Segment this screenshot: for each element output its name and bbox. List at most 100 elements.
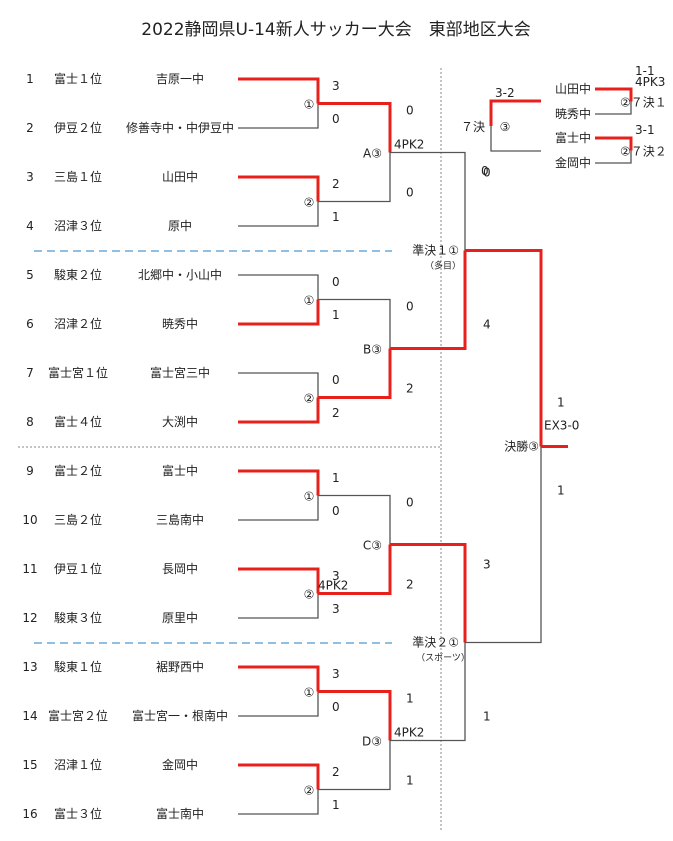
team-number: 10 <box>22 513 37 527</box>
round2-line <box>318 690 392 741</box>
team-seed: 富士１位 <box>54 71 102 86</box>
placement-line <box>595 101 632 115</box>
team-seed: 富士４位 <box>54 414 102 429</box>
match-number: ① <box>304 294 315 308</box>
team-name: 修善寺中・中伊豆中 <box>126 120 234 135</box>
match-number: B③ <box>363 343 382 357</box>
team-number: 12 <box>22 611 37 625</box>
score-top: 1 <box>332 471 340 485</box>
score-bottom: 1 <box>332 210 340 224</box>
team-number: 13 <box>22 660 37 674</box>
team-name: 山田中 <box>162 169 198 184</box>
placement-score: 0 <box>481 164 489 178</box>
score-top: 2 <box>332 765 340 779</box>
placement-score: 3-2 <box>495 86 515 100</box>
match-number: ① <box>304 686 315 700</box>
score-bottom: 2 <box>332 406 340 420</box>
semifinal-line <box>390 250 467 350</box>
team-number: 5 <box>26 268 34 282</box>
team-seed: 駿東２位 <box>54 267 102 282</box>
match-number: ② <box>304 196 315 210</box>
match-number: ③ <box>500 120 511 134</box>
score-bottom: 2 <box>406 382 414 396</box>
final-line <box>465 249 543 447</box>
team-number: 8 <box>26 415 34 429</box>
placement-match-label: ②７決２ <box>620 145 667 159</box>
pk-result: 4PK2 <box>394 726 424 740</box>
team-seed: 伊豆１位 <box>54 561 102 576</box>
score-top: 0 <box>406 300 414 314</box>
round1-line <box>238 593 319 619</box>
team-name: 山田中 <box>555 81 591 96</box>
page-title: 2022静岡県U-14新人サッカー大会 東部地区大会 <box>141 20 530 40</box>
score-bottom: 1 <box>332 798 340 812</box>
match-number: ① <box>304 98 315 112</box>
placement-label: ７決 <box>461 120 485 134</box>
team-name: 富士中 <box>162 463 198 478</box>
team-name: 富士中 <box>555 130 591 145</box>
final-result: EX3-0 <box>544 419 579 433</box>
semifinal-line <box>390 543 467 643</box>
placement-score: 1-1 <box>635 64 655 78</box>
score-top: 3 <box>332 79 340 93</box>
match-number: ② <box>304 392 315 406</box>
team-number: 1 <box>26 72 34 86</box>
team-number: 11 <box>22 562 37 576</box>
score-top: 2 <box>332 177 340 191</box>
team-number: 3 <box>26 170 34 184</box>
team-name: 長岡中 <box>162 561 198 576</box>
team-seed: 三島２位 <box>54 512 102 527</box>
team-number: 7 <box>26 366 34 380</box>
team-name: 吉原一中 <box>156 71 204 86</box>
placement-line <box>595 150 632 164</box>
round1-line <box>238 469 320 496</box>
score-top: 0 <box>332 275 340 289</box>
pk-result: 4PK2 <box>394 138 424 152</box>
round2-line <box>318 152 391 203</box>
score-top: 0 <box>483 166 491 180</box>
score-bottom: 2 <box>406 578 414 592</box>
team-name: 富士南中 <box>156 806 204 821</box>
placement-line <box>490 126 541 152</box>
venue-label: （多目） <box>425 260 461 272</box>
team-number: 6 <box>26 317 34 331</box>
round2-line <box>318 102 392 153</box>
match-number: A③ <box>363 147 382 161</box>
score-top: 0 <box>406 496 414 510</box>
round1-line <box>238 103 319 129</box>
round1-line <box>238 77 320 104</box>
score-bottom: 1 <box>406 774 414 788</box>
team-name: 富士宮一・根南中 <box>132 708 228 723</box>
team-name: 暁秀中 <box>555 106 591 121</box>
bracket-lines <box>238 77 633 815</box>
round1-line <box>238 299 320 326</box>
match-number: ② <box>304 588 315 602</box>
final-match-number: 決勝③ <box>504 439 539 454</box>
placement-line <box>595 136 633 151</box>
team-number: 9 <box>26 464 34 478</box>
round2-line <box>318 544 392 595</box>
round2-line <box>318 740 391 791</box>
round1-line <box>238 789 319 815</box>
match-number: ① <box>304 490 315 504</box>
team-number: 2 <box>26 121 34 135</box>
round1-line <box>238 495 319 521</box>
score-bottom: 0 <box>332 112 340 126</box>
team-name: 三島南中 <box>156 512 204 527</box>
score-bottom: 3 <box>332 602 340 616</box>
score-top: 3 <box>332 569 340 583</box>
team-number: 4 <box>26 219 34 233</box>
match-number: D③ <box>362 735 382 749</box>
team-seed: 駿東３位 <box>54 610 102 625</box>
team-seed: 三島１位 <box>54 169 102 184</box>
round1-line <box>238 665 320 692</box>
team-seed: 富士３位 <box>54 806 102 821</box>
score-bottom: 0 <box>406 186 414 200</box>
team-name: 富士宮三中 <box>150 365 210 380</box>
score-bottom: 1 <box>483 710 491 724</box>
team-number: 15 <box>22 758 37 772</box>
round1-line <box>238 201 319 227</box>
placement-line <box>489 99 541 126</box>
team-seed: 沼津２位 <box>54 316 102 331</box>
